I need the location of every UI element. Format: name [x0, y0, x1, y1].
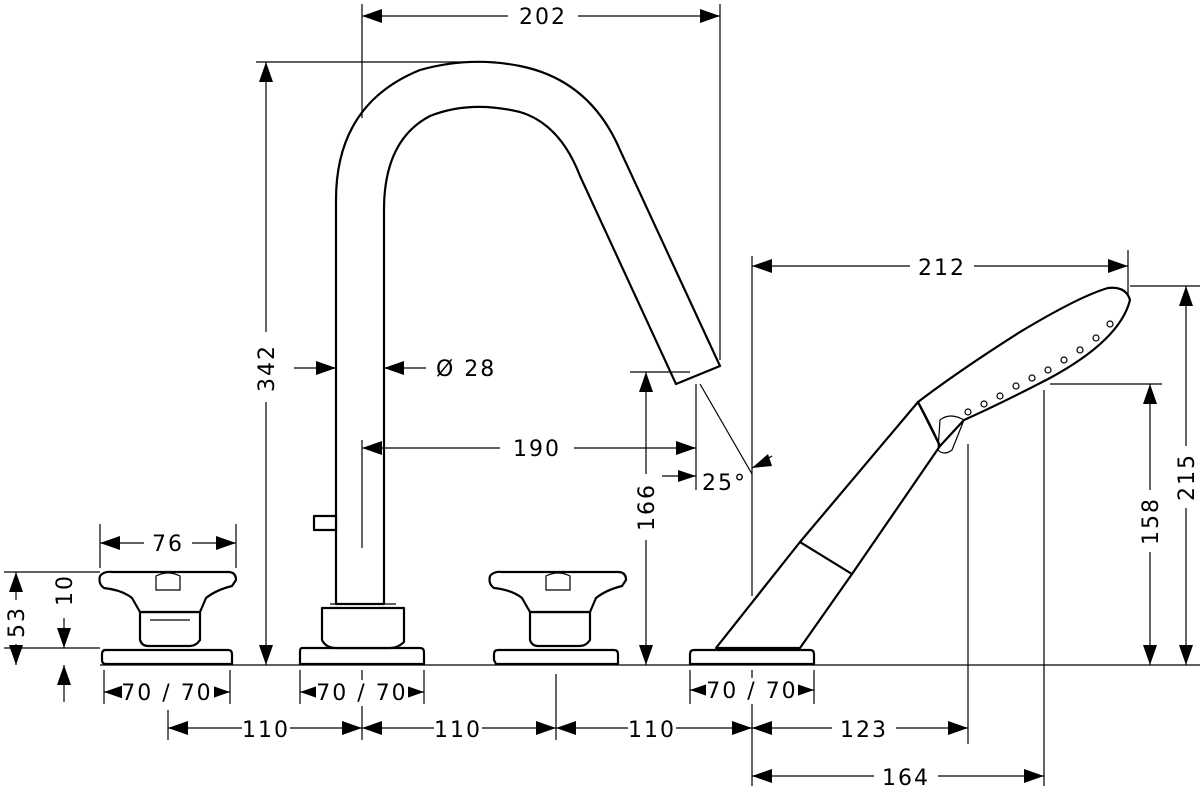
dim-handle-width: 76 — [152, 532, 184, 557]
hand-shower — [688, 286, 1132, 666]
dim-spout-angle: 25° — [702, 471, 747, 496]
dim-spacing-1: 110 — [242, 718, 290, 743]
right-handle-valve — [488, 570, 628, 666]
dim-shower-height: 215 — [1175, 453, 1200, 501]
dimension-labels: 202 342 Ø 28 190 166 25° 76 53 10 70 / 7… — [3, 2, 1200, 791]
dim-escutcheon-left: 70 / 70 — [121, 681, 212, 706]
dim-spout-outlet-height: 166 — [635, 483, 660, 531]
spout-assembly — [298, 60, 722, 666]
dim-escutcheon-shower: 70 / 70 — [706, 679, 797, 704]
dim-total-height: 342 — [255, 344, 280, 392]
dim-shower-length: 212 — [918, 256, 966, 281]
left-handle-valve — [98, 570, 238, 666]
dim-escutcheon-spout: 70 / 70 — [316, 681, 407, 706]
dim-handle-height: 53 — [5, 606, 30, 638]
dim-shower-overall-offset: 164 — [882, 766, 930, 791]
dim-pipe-diameter: Ø 28 — [436, 357, 496, 382]
dim-shower-face-offset: 123 — [840, 718, 888, 743]
dim-handle-offset: 10 — [53, 574, 78, 606]
shower-nozzles — [964, 320, 1114, 416]
dim-spacing-2: 110 — [434, 718, 482, 743]
dim-spout-projection: 190 — [513, 437, 561, 462]
dim-spout-reach: 202 — [519, 5, 567, 30]
dim-shower-face-height: 158 — [1139, 497, 1164, 545]
dim-spacing-3: 110 — [628, 718, 676, 743]
